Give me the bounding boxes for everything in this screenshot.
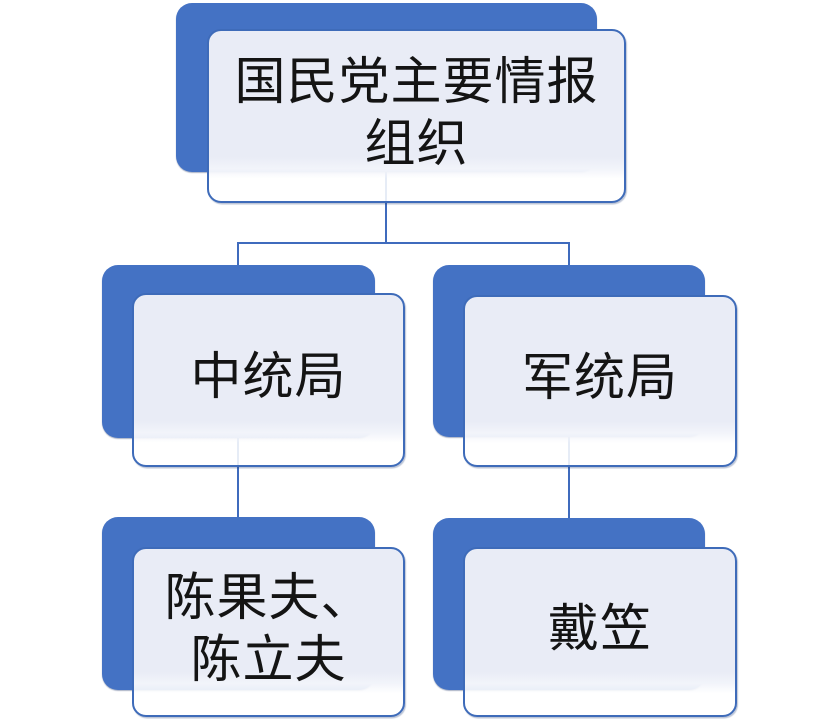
daili-card: 戴笠 xyxy=(463,547,737,717)
chen-brothers-card: 陈果夫、 陈立夫 xyxy=(132,547,405,717)
connector-juntong-to-daili xyxy=(568,437,570,518)
zhongtongju-label: 中统局 xyxy=(190,350,347,406)
root-label: 国民党主要情报 组织 xyxy=(234,55,599,173)
root-card: 国民党主要情报 组织 xyxy=(207,29,626,203)
connector-horizontal-bar xyxy=(237,242,570,244)
juntongju-card: 军统局 xyxy=(463,295,737,467)
zhongtongju-card: 中统局 xyxy=(132,293,405,467)
connector-zhongtong-to-chen xyxy=(237,438,239,517)
daili-shadow-rect xyxy=(433,518,705,690)
root-shadow-rect xyxy=(176,3,597,172)
juntongju-shadow-rect xyxy=(433,265,705,437)
zhongtongju-shadow-rect xyxy=(102,265,375,438)
chen-brothers-label: 陈果夫、 陈立夫 xyxy=(164,571,373,689)
juntongju-label: 军统局 xyxy=(521,351,678,407)
connector-juntong-stem xyxy=(568,242,570,265)
daili-label: 戴笠 xyxy=(547,602,652,658)
connector-root-stem xyxy=(385,172,387,244)
connector-zhongtong-stem xyxy=(237,242,239,265)
chen-brothers-shadow-rect xyxy=(102,517,375,690)
